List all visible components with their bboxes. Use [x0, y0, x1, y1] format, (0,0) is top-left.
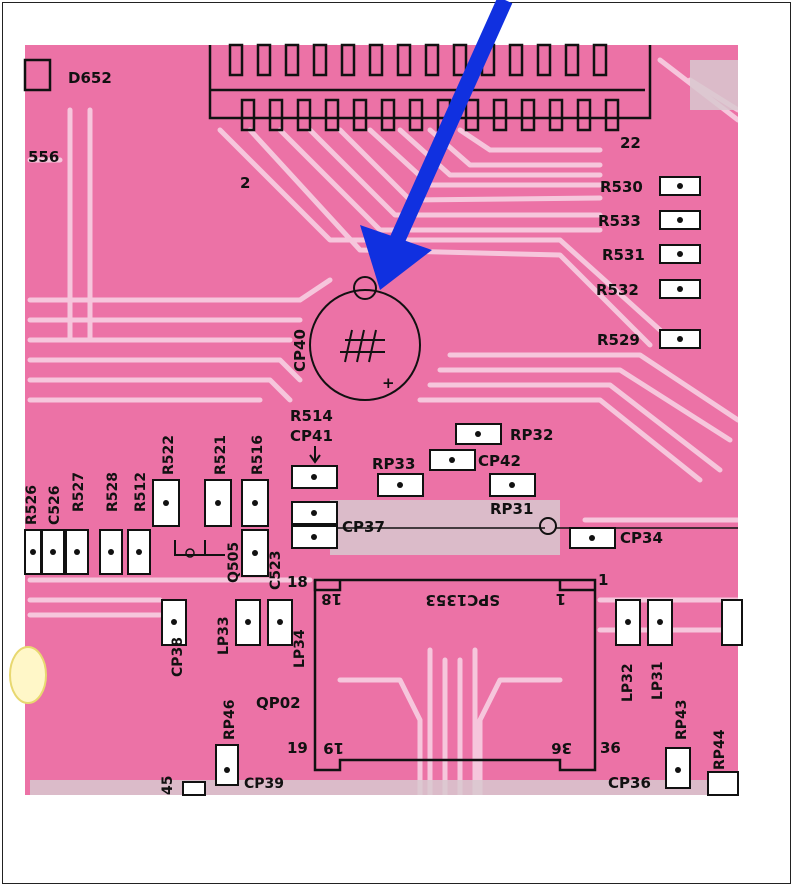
label-c523: C523	[268, 551, 284, 591]
label-cp34: CP34	[620, 529, 663, 547]
d652-footprint	[23, 58, 52, 92]
lower-left-components	[161, 599, 293, 796]
label-c526: C526	[47, 486, 63, 526]
label-rp33: RP33	[372, 455, 415, 473]
label-r514: R514	[290, 407, 333, 425]
label-cp38: CP38	[170, 637, 186, 677]
label-r532: R532	[596, 281, 639, 299]
label-45: 45	[160, 776, 176, 795]
label-r521: R521	[213, 435, 229, 475]
label-cp37: CP37	[342, 518, 385, 536]
label-lp32: LP32	[620, 663, 636, 702]
label-cp41: CP41	[290, 427, 333, 445]
label-q505: Q505	[226, 542, 242, 583]
label-r528: R528	[105, 472, 121, 512]
label-r512: R512	[133, 472, 149, 512]
label-lp33: LP33	[216, 616, 232, 655]
label-r530: R530	[600, 178, 643, 196]
ic-pin-36-outer: 36	[600, 739, 621, 757]
label-r531: R531	[602, 246, 645, 264]
label-r527: R527	[71, 472, 87, 512]
label-lp34: LP34	[292, 629, 308, 668]
lower-right-components	[615, 599, 743, 796]
label-r522: R522	[161, 435, 177, 475]
label-cp39: CP39	[244, 776, 284, 792]
label-rp43: RP43	[674, 699, 690, 740]
label-rp31: RP31	[490, 500, 533, 518]
label-cp42: CP42	[478, 452, 521, 470]
ic-pin-18-outer: 18	[287, 573, 308, 591]
q505-outline	[174, 540, 225, 556]
right-resistors	[659, 176, 701, 349]
top-connector	[208, 43, 652, 132]
ic-spc1353-footprint	[313, 578, 597, 772]
ic-pin-19-inner: 19	[323, 739, 344, 757]
label-lp31: LP31	[650, 661, 666, 700]
label-r516: R516	[250, 435, 266, 475]
ic-pin-36-inner: 36	[551, 739, 572, 757]
ic-part-number: SPC1353	[425, 591, 500, 609]
label-rp46: RP46	[222, 699, 238, 740]
label-d652: D652	[68, 69, 112, 87]
cp40-capacitor	[309, 276, 421, 401]
highlight-arrow	[360, 0, 513, 290]
label-qp02: QP02	[256, 694, 301, 712]
cp41-pointer	[309, 446, 321, 464]
connector-pin-22: 22	[620, 134, 641, 152]
label-rp32: RP32	[510, 426, 553, 444]
label-556: 556	[28, 148, 59, 166]
ic-pin-1-inner: 1	[556, 590, 566, 608]
label-r529: R529	[597, 331, 640, 349]
connector-pin-2: 2	[240, 174, 250, 192]
mounting-hole-pad	[9, 646, 47, 704]
label-cp40: CP40	[291, 329, 309, 372]
left-resistor-bank	[24, 479, 269, 577]
middle-components	[291, 423, 738, 549]
label-cp36: CP36	[608, 774, 651, 792]
ic-pin-19-outer: 19	[287, 739, 308, 757]
label-rp44: RP44	[712, 729, 728, 770]
ic-pin-1-outer: 1	[598, 571, 608, 589]
label-r533: R533	[598, 212, 641, 230]
q505-pin-marker	[185, 548, 195, 558]
ic-pin-18-inner: 18	[321, 590, 342, 608]
label-r526: R526	[24, 485, 40, 525]
cp40-plus-sign: +	[382, 374, 395, 392]
